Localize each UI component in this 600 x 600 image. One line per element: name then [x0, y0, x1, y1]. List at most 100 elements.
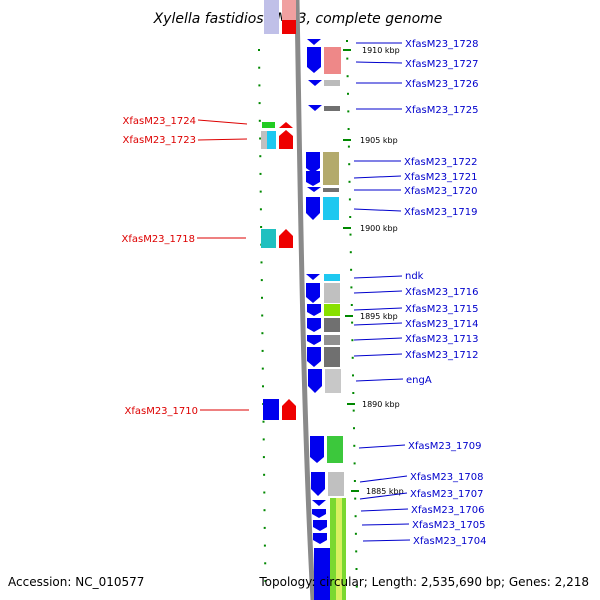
gene-label: XfasM23_1710 — [124, 406, 198, 417]
tick-dot — [353, 444, 356, 447]
leader-line — [361, 523, 410, 526]
gene-arrow — [306, 152, 320, 173]
leader-line — [353, 175, 402, 179]
gene-label: XfasM23_1704 — [413, 536, 487, 547]
tick-dot — [260, 226, 263, 228]
tick-dot — [355, 585, 358, 588]
gene-label: XfasM23_1709 — [408, 441, 482, 452]
kbp-label: 1885 kbp — [366, 487, 404, 496]
tick-dot — [258, 102, 261, 105]
gene-arrow — [310, 436, 324, 463]
gene-label: XfasM23_1718 — [121, 234, 195, 245]
gene-label: engA — [406, 375, 432, 386]
genome-backbone — [294, 0, 316, 600]
tick-dot — [263, 526, 266, 529]
leader-line — [197, 138, 248, 141]
feature-block — [324, 304, 340, 316]
feature-block — [264, 0, 279, 34]
feature-block — [324, 283, 340, 303]
tick-dot — [353, 462, 356, 465]
tick-dot — [352, 392, 355, 394]
leader-line — [353, 290, 403, 294]
feature-block — [324, 80, 340, 86]
gene-label: XfasM23_1725 — [405, 105, 479, 116]
tick-dot — [350, 286, 353, 289]
gene-arrow — [306, 197, 320, 220]
gene-arrow — [282, 399, 296, 420]
leader-line — [355, 378, 404, 382]
tick-dot — [258, 119, 261, 122]
gene-label: XfasM23_1719 — [404, 207, 478, 218]
reverse-features — [261, 122, 296, 420]
tick-dot — [262, 456, 265, 459]
gene-label: XfasM23_1714 — [405, 319, 479, 330]
tick-dot — [259, 137, 262, 140]
tick-dot — [349, 216, 352, 218]
gene-label: XfasM23_1726 — [405, 79, 479, 90]
gene-arrow — [314, 548, 330, 600]
feature-block — [261, 229, 276, 248]
gene-arrow — [279, 130, 293, 149]
feature-block — [267, 131, 276, 149]
gene-arrow — [308, 80, 322, 86]
gene-arrow — [313, 520, 327, 531]
tick-dot — [260, 261, 263, 264]
tick-dot — [351, 356, 354, 359]
accession-text: Accession: NC_010577 — [8, 575, 144, 589]
tick-dot — [259, 172, 262, 175]
leader-line — [362, 539, 411, 542]
tick-dot — [350, 304, 353, 306]
reverse-strand-ticks — [258, 49, 267, 582]
tick-dot — [261, 296, 263, 299]
gene-label: XfasM23_1707 — [410, 489, 484, 500]
tick-dot — [349, 251, 352, 254]
feature-block — [323, 188, 339, 192]
tick-dot — [349, 233, 352, 236]
gene-arrow — [308, 105, 322, 111]
leader-line — [353, 337, 403, 341]
kbp-label: 1890 kbp — [362, 400, 400, 409]
tick-dot — [351, 339, 354, 342]
feature-block — [324, 318, 340, 332]
gene-label: XfasM23_1720 — [404, 186, 478, 197]
tick-dot — [355, 568, 358, 570]
feature-block — [327, 436, 343, 463]
tick-dot — [347, 92, 349, 95]
gene-label: XfasM23_1727 — [405, 59, 479, 70]
feature-block — [324, 347, 340, 367]
gene-arrow — [279, 122, 293, 128]
tick-dot — [346, 40, 348, 42]
gene-label: ndk — [405, 271, 424, 282]
tick-dot — [347, 145, 350, 148]
leader-line — [353, 307, 403, 311]
gene-arrow — [306, 283, 320, 303]
gene-arrow — [312, 509, 326, 518]
tick-dot — [350, 268, 353, 271]
gene-arrow — [279, 229, 293, 248]
tick-dot — [353, 480, 356, 482]
tick-dot — [263, 473, 266, 476]
leader-line — [353, 275, 403, 279]
feature-block — [324, 47, 341, 74]
gene-arrow — [312, 500, 326, 506]
gene-label: XfasM23_1723 — [122, 135, 196, 146]
tick-dot — [261, 332, 264, 335]
tick-dot — [260, 279, 263, 282]
gene-label: XfasM23_1713 — [405, 334, 479, 345]
tick-dot — [348, 163, 351, 166]
kbp-label: 1895 kbp — [360, 312, 398, 321]
gene-arrow — [307, 347, 321, 367]
gene-label: XfasM23_1721 — [404, 172, 478, 183]
kbp-label: 1905 kbp — [360, 136, 398, 145]
tick-dot — [258, 84, 261, 87]
tick-dot — [258, 66, 261, 69]
feature-block — [324, 106, 340, 111]
forward-feature-blocks — [323, 47, 346, 600]
gene-label: XfasM23_1716 — [405, 287, 479, 298]
tick-dot — [264, 562, 267, 565]
leader-line — [353, 208, 402, 212]
tick-dot — [354, 515, 357, 518]
leader-line — [359, 475, 408, 483]
tick-dot — [262, 385, 264, 388]
